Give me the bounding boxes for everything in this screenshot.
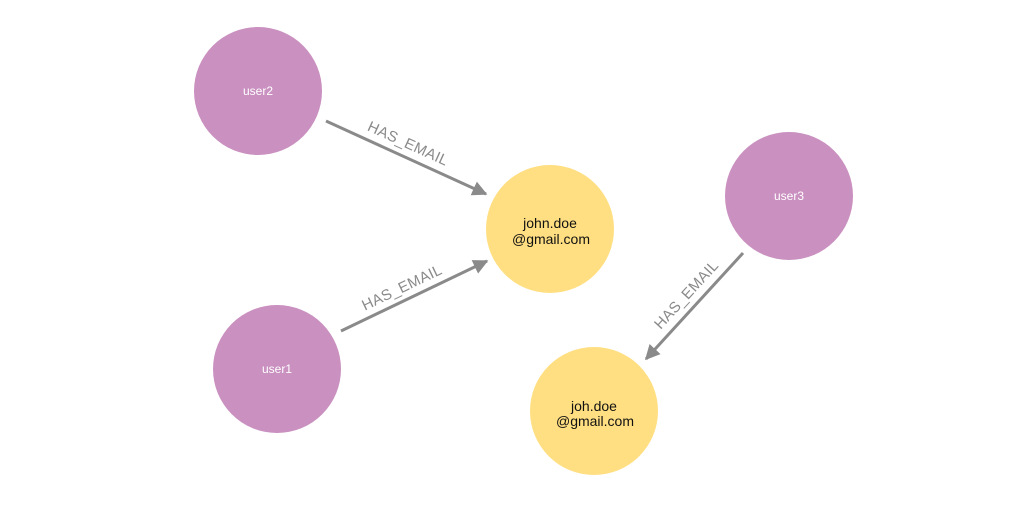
node-label-line1: john.doe [522, 215, 577, 231]
node-email-john-doe[interactable]: john.doe @gmail.com [486, 165, 614, 293]
node-user2[interactable]: user2 [194, 27, 322, 155]
user-node-circle[interactable] [194, 27, 322, 155]
node-email-joh-doe[interactable]: joh.doe @gmail.com [530, 347, 658, 475]
edge-user2-has-email[interactable]: HAS_EMAIL [325, 118, 488, 196]
node-label: user2 [243, 84, 273, 98]
node-label: user3 [774, 189, 804, 203]
email-node-circle[interactable] [530, 347, 658, 475]
node-user1[interactable]: user1 [213, 305, 341, 433]
edge-line[interactable] [325, 119, 488, 196]
node-label-line2: @gmail.com [512, 231, 590, 247]
edge-line[interactable] [644, 251, 745, 361]
node-label-line2: @gmail.com [556, 413, 634, 429]
edge-user3-has-email[interactable]: HAS_EMAIL [644, 251, 745, 361]
edge-label: HAS_EMAIL [651, 257, 722, 333]
node-label-line1: joh.doe [570, 398, 617, 414]
user-node-circle[interactable] [213, 305, 341, 433]
email-node-circle[interactable] [486, 165, 614, 293]
node-user3[interactable]: user3 [725, 132, 853, 260]
edge-user1-has-email[interactable]: HAS_EMAIL [340, 259, 489, 333]
user-node-circle[interactable] [725, 132, 853, 260]
edge-line[interactable] [340, 259, 489, 333]
node-label: user1 [262, 362, 292, 376]
